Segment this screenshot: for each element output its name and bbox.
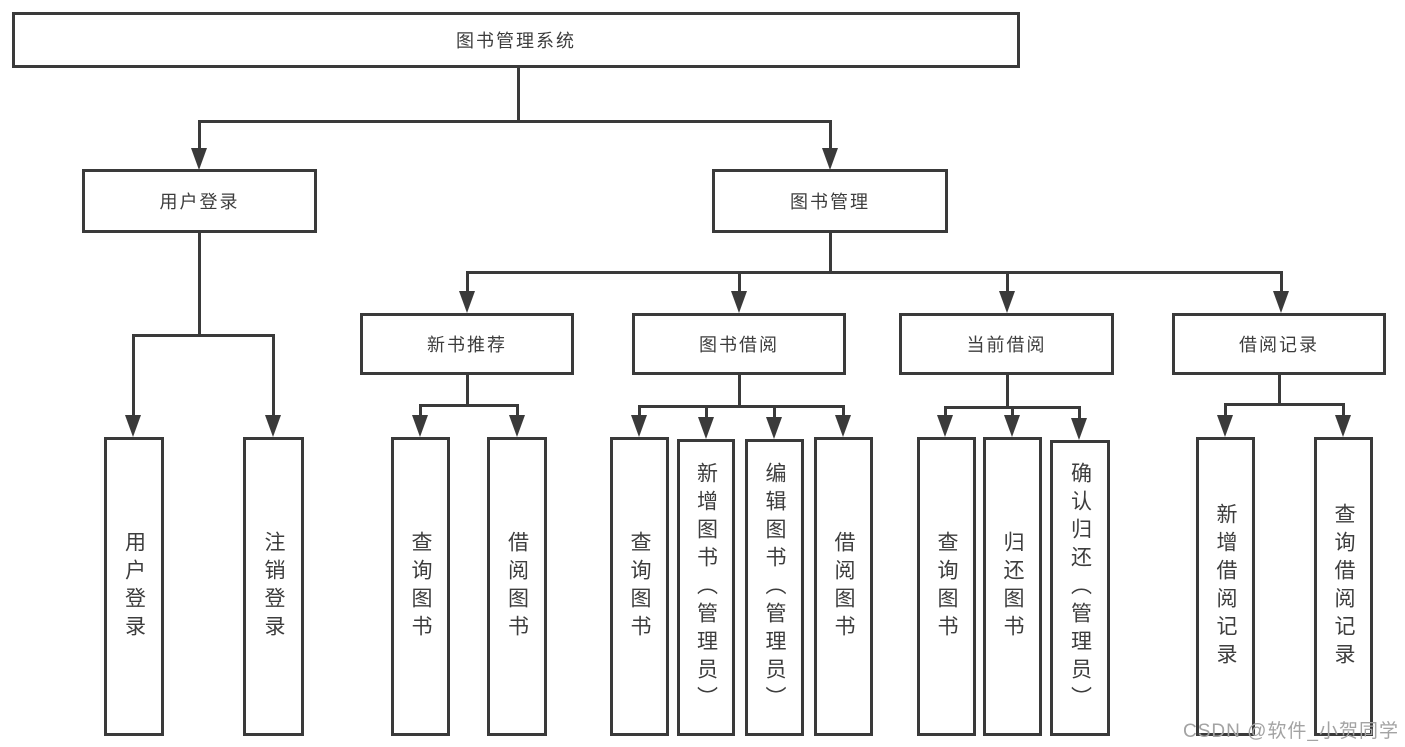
node-label: 用户登录: [159, 192, 240, 212]
arrow-down-icon: [1004, 415, 1020, 437]
connector-drop: [271, 335, 275, 417]
arrow-down-icon: [459, 291, 475, 313]
node-label: 归还图书: [1001, 530, 1024, 643]
node-leaf-user-login: 用户登录: [104, 437, 164, 736]
connector-drop: [637, 406, 641, 417]
connector-stem: [516, 68, 520, 121]
connector-stem: [828, 233, 832, 272]
node-book-management: 图书管理: [712, 169, 948, 233]
connector-bar: [1223, 402, 1345, 406]
node-book-borrowing: 图书借阅: [632, 313, 846, 375]
arrow-down-icon: [412, 415, 428, 437]
connector-drop: [737, 272, 741, 293]
node-root: 图书管理系统: [12, 12, 1020, 68]
connector-drop: [1223, 404, 1227, 417]
connector-stem: [1277, 375, 1281, 404]
arrow-down-icon: [265, 415, 281, 437]
node-label: 新增借阅记录: [1214, 502, 1237, 671]
arrow-down-icon: [191, 148, 207, 170]
arrow-down-icon: [1217, 415, 1233, 437]
arrow-down-icon: [766, 417, 782, 439]
node-borrowing-records: 借阅记录: [1172, 313, 1386, 375]
connector-drop: [1341, 404, 1345, 417]
node-leaf-query-record: 查询借阅记录: [1314, 437, 1373, 736]
node-leaf-query-books-2: 查询图书: [610, 437, 669, 736]
arrow-down-icon: [822, 148, 838, 170]
node-label: 借阅记录: [1239, 335, 1319, 355]
node-leaf-edit-books: 编辑图书（管理员）: [745, 439, 804, 736]
connector-drop: [465, 272, 469, 293]
connector-drop: [828, 121, 832, 150]
node-label: 当前借阅: [966, 335, 1047, 355]
node-leaf-add-books: 新增图书（管理员）: [677, 439, 735, 736]
connector-drop: [943, 407, 947, 417]
node-label: 查询借阅记录: [1332, 502, 1355, 671]
node-leaf-query-books-1: 查询图书: [391, 437, 450, 736]
node-label: 查询图书: [628, 530, 651, 643]
connector-drop: [418, 405, 422, 417]
connector-drop: [841, 406, 845, 417]
arrow-down-icon: [1273, 291, 1289, 313]
connector-bar: [465, 270, 1283, 274]
node-label: 编辑图书（管理员）: [763, 461, 786, 714]
connector-stem: [737, 375, 741, 406]
connector-bar: [197, 119, 832, 123]
node-leaf-confirm-return: 确认归还（管理员）: [1050, 440, 1110, 736]
connector-bar: [418, 403, 519, 407]
node-leaf-borrow-books-1: 借阅图书: [487, 437, 547, 736]
node-label: 查询图书: [935, 530, 958, 643]
node-label: 新书推荐: [427, 335, 507, 355]
node-user-login-branch: 用户登录: [82, 169, 317, 233]
node-label: 新增图书（管理员）: [694, 461, 718, 714]
node-label: 借阅图书: [505, 530, 529, 643]
node-label: 用户登录: [122, 530, 146, 643]
node-leaf-borrow-books-2: 借阅图书: [814, 437, 873, 736]
connector-drop: [1279, 272, 1283, 293]
connector-stem: [465, 375, 469, 405]
connector-drop: [131, 335, 135, 417]
node-label: 图书管理系统: [456, 31, 576, 51]
csdn-watermark: CSDN @软件_小贺同学: [1183, 721, 1399, 742]
connector-drop: [1077, 407, 1081, 420]
node-new-book-recommend: 新书推荐: [360, 313, 574, 375]
connector-bar: [131, 333, 275, 337]
node-label: 借阅图书: [832, 530, 855, 643]
node-label: 确认归还（管理员）: [1068, 462, 1092, 714]
arrow-down-icon: [509, 415, 525, 437]
arrow-down-icon: [1071, 418, 1087, 440]
node-leaf-logout: 注销登录: [243, 437, 304, 736]
node-leaf-return-books: 归还图书: [983, 437, 1042, 736]
node-leaf-add-record: 新增借阅记录: [1196, 437, 1255, 736]
connector-drop: [197, 121, 201, 150]
connector-drop: [515, 405, 519, 417]
node-current-borrowing: 当前借阅: [899, 313, 1114, 375]
node-label: 图书管理: [790, 192, 870, 212]
arrow-down-icon: [125, 415, 141, 437]
connector-drop: [1010, 407, 1014, 417]
node-label: 查询图书: [409, 530, 432, 643]
connector-stem: [1005, 375, 1009, 407]
node-label: 注销登录: [262, 530, 285, 643]
connector-stem: [197, 233, 201, 335]
connector-drop: [1005, 272, 1009, 293]
arrow-down-icon: [731, 291, 747, 313]
connector-drop: [704, 406, 708, 419]
arrow-down-icon: [631, 415, 647, 437]
arrow-down-icon: [835, 415, 851, 437]
node-label: 图书借阅: [699, 335, 779, 355]
arrow-down-icon: [698, 417, 714, 439]
arrow-down-icon: [1335, 415, 1351, 437]
arrow-down-icon: [937, 415, 953, 437]
arrow-down-icon: [999, 291, 1015, 313]
connector-bar: [637, 404, 845, 408]
connector-drop: [772, 406, 776, 419]
node-leaf-query-books-3: 查询图书: [917, 437, 976, 736]
